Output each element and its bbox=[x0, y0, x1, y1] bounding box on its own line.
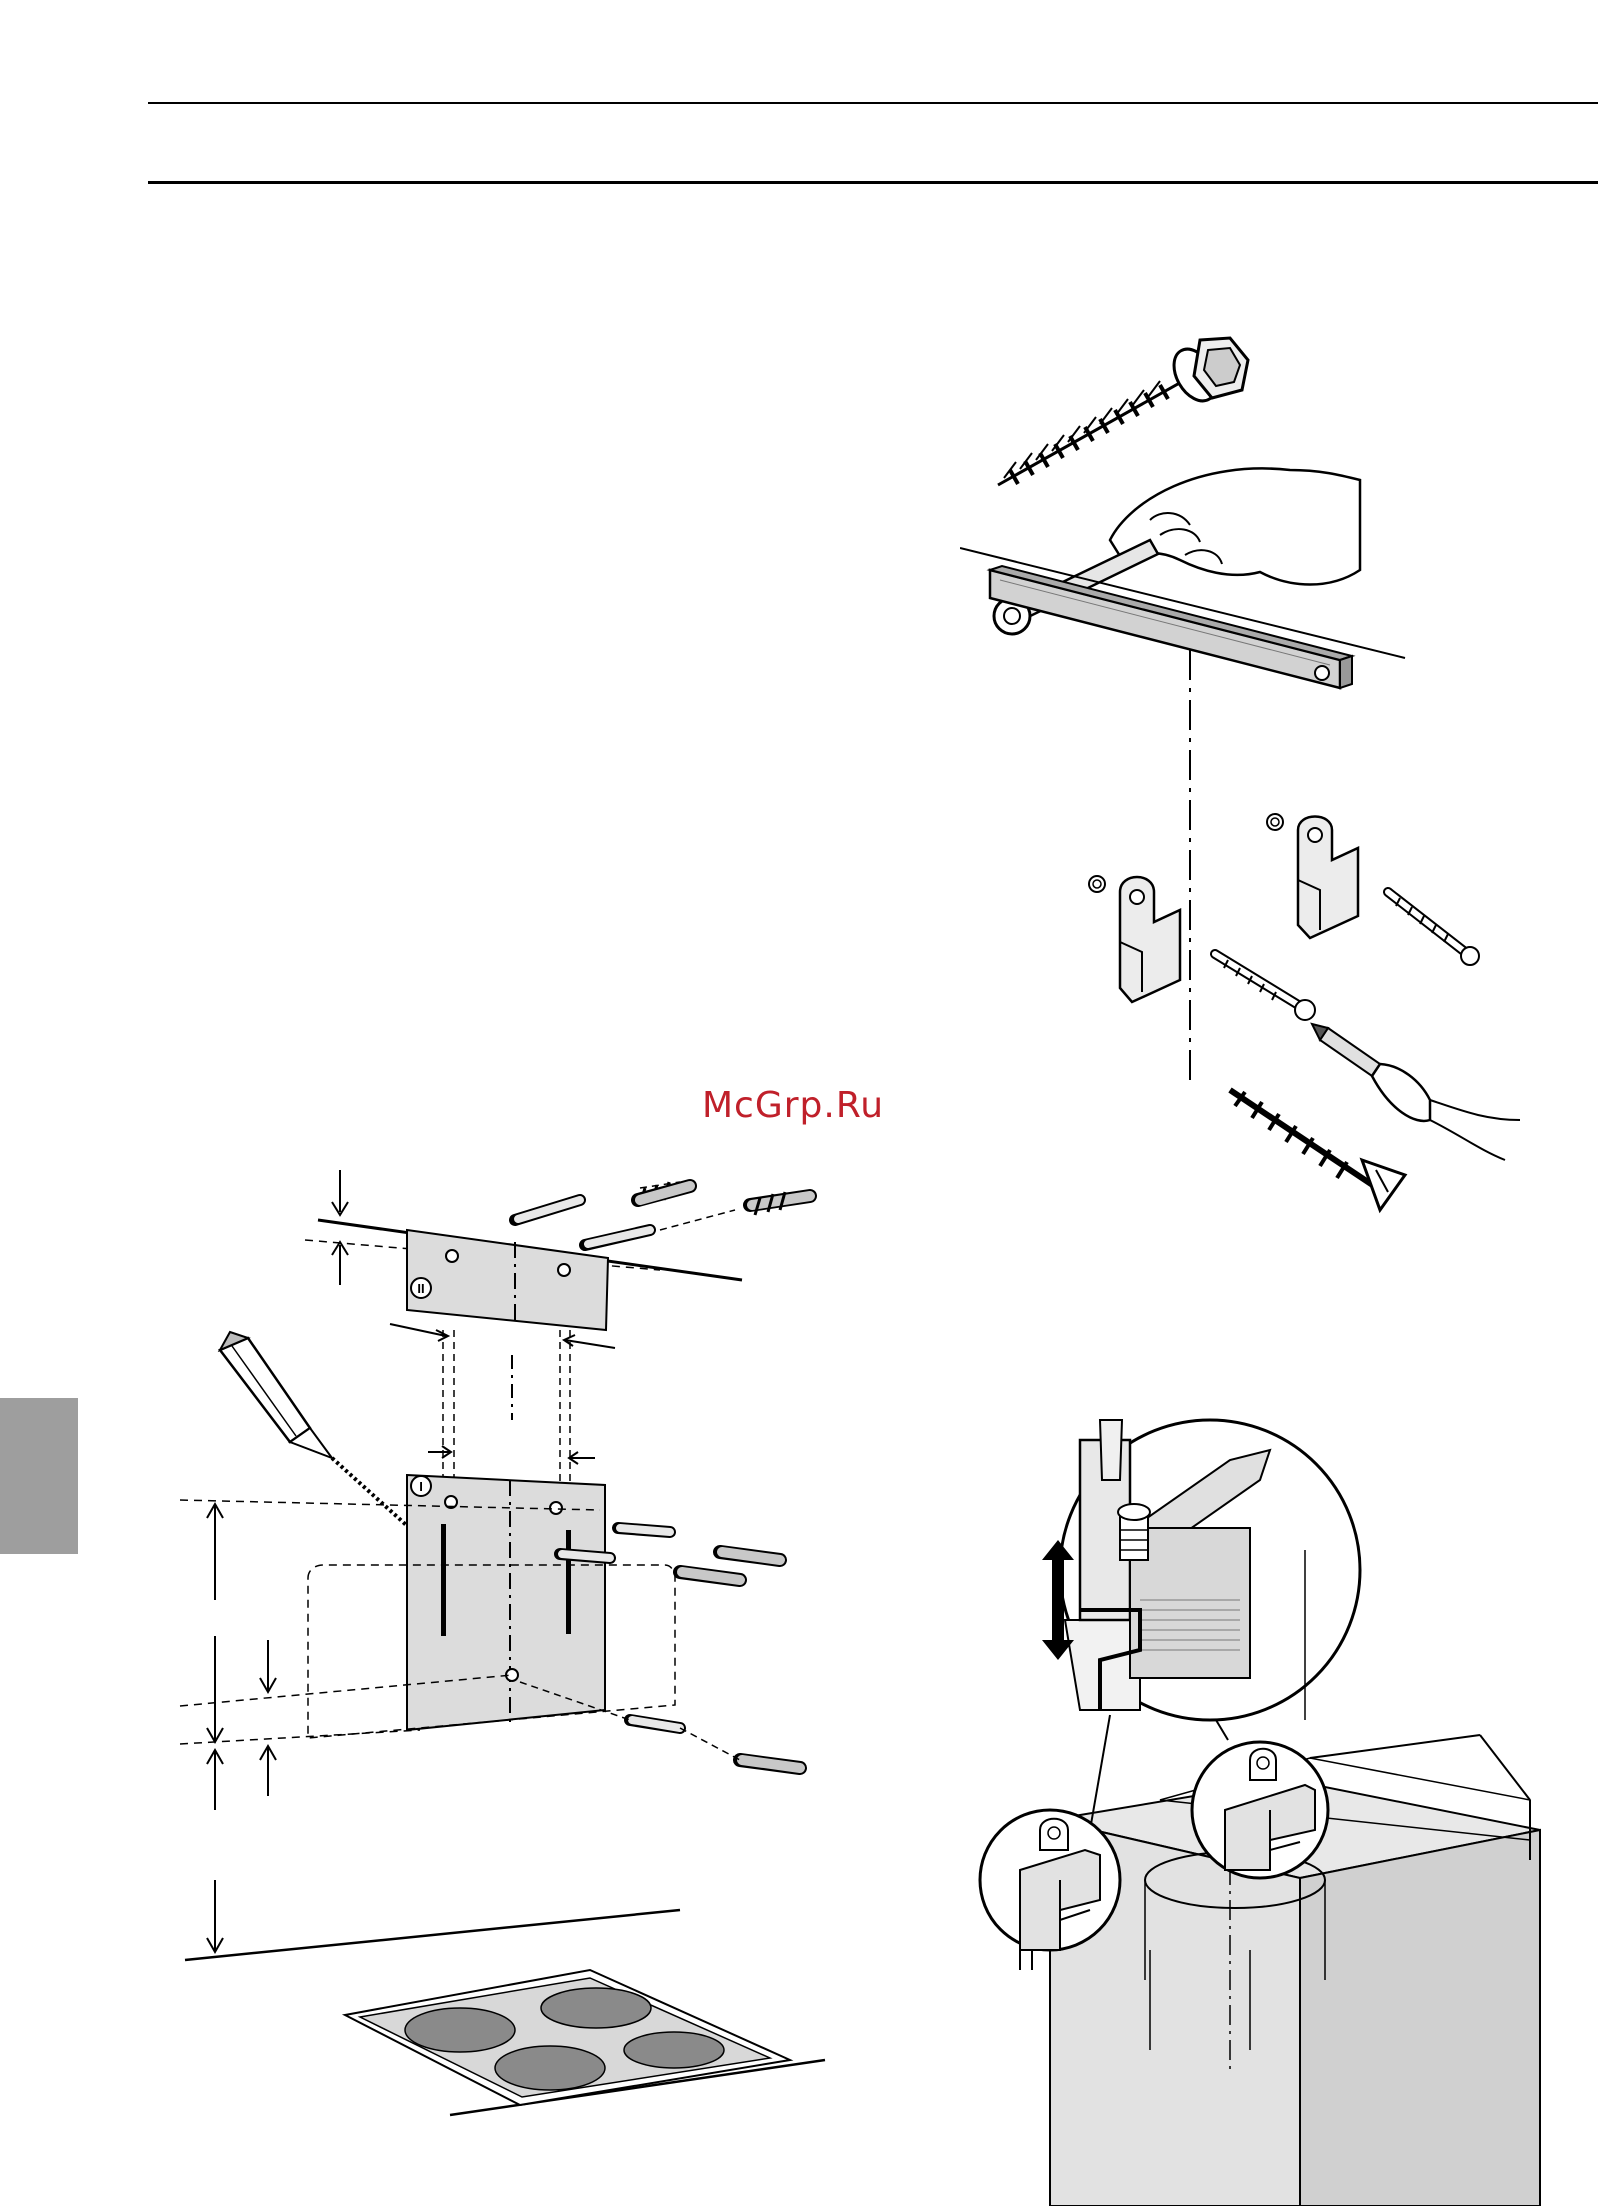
rail-mounting-figure bbox=[960, 320, 1520, 1240]
chimney-adjustment-figure bbox=[960, 1410, 1598, 2206]
template-mark-lower: I bbox=[419, 1479, 423, 1494]
template-mark-upper: II bbox=[417, 1281, 424, 1296]
hex-screw-icon bbox=[998, 338, 1248, 485]
wall-plug-icon bbox=[510, 1182, 810, 1245]
cooktop-icon bbox=[345, 1970, 790, 2105]
paper-template-icon: I bbox=[308, 1475, 675, 1738]
wood-screw-icon bbox=[1230, 1090, 1405, 1210]
header-rule-bottom bbox=[148, 181, 1598, 184]
paper-template-icon: II bbox=[407, 1230, 608, 1330]
adjustment-detail-large bbox=[1042, 1420, 1360, 1720]
washer-icon bbox=[1089, 814, 1283, 892]
wall-template-figure: II I bbox=[160, 1160, 840, 2130]
watermark: McGrp.Ru bbox=[702, 1078, 912, 1134]
screwdriver-icon bbox=[1312, 1024, 1520, 1160]
header-rule-top bbox=[148, 102, 1598, 104]
adjustment-detail-small-right bbox=[1192, 1742, 1328, 1878]
section-tab bbox=[0, 1398, 78, 1554]
